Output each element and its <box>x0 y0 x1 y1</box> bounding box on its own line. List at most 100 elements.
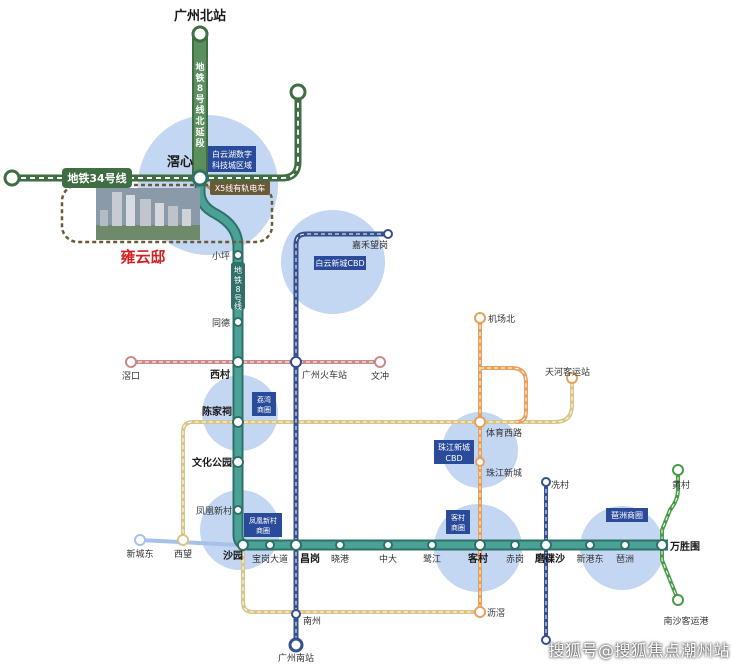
label-jichang-north: 机场北 <box>488 313 515 325</box>
station-xinchengdong <box>134 534 146 546</box>
fenghuang-label: 凤凰新村 商圈 <box>244 513 282 537</box>
station-gz-station <box>290 356 302 368</box>
label-pazhou: 琶洲 <box>616 554 634 565</box>
station-xiancun-south <box>541 635 551 645</box>
label-kecun: 客村 <box>467 552 488 565</box>
label-xxin: 滘心 <box>167 155 193 170</box>
svg-text:段: 段 <box>195 137 205 149</box>
svg-text:8: 8 <box>235 285 240 294</box>
line-8-label: 地 铁 8 号 线 <box>231 262 245 311</box>
svg-text:荔湾: 荔湾 <box>257 395 271 404</box>
station-pazhou <box>620 540 630 550</box>
label-xiancun: 冼村 <box>551 479 569 491</box>
station-baogang <box>265 540 275 550</box>
label-luokou: 滘口 <box>122 371 140 382</box>
label-lujiang: 鹭江 <box>423 554 441 565</box>
svg-text:凤凰新村: 凤凰新村 <box>249 516 277 525</box>
station-wanshengwei <box>656 539 668 551</box>
label-baogang: 宝岗大道 <box>252 553 288 565</box>
station-fenghuang <box>233 505 243 515</box>
kecun-label: 客村 商圈 <box>446 510 470 534</box>
label-xinchengdong: 新城东 <box>126 548 153 560</box>
station-kecun <box>474 539 486 551</box>
baiyun-cbd-label: 白云新城CBD <box>314 256 366 270</box>
station-xiaogang <box>335 540 345 550</box>
stations <box>3 25 684 653</box>
svg-text:X5线有轨电车: X5线有轨电车 <box>215 183 266 193</box>
station-xiaoping <box>233 250 243 260</box>
label-zhujiang-xc: 珠江新城 <box>486 467 522 479</box>
svg-text:号: 号 <box>234 294 242 303</box>
label-tiyu-xilu: 体育西路 <box>486 427 522 439</box>
station-34-west <box>3 169 21 187</box>
label-gz-station: 广州火车站 <box>302 369 347 381</box>
label-chenjiaci: 陈家祠 <box>202 405 232 418</box>
label-nanzhou: 南州 <box>303 615 321 627</box>
svg-text:商圈: 商圈 <box>256 526 270 535</box>
svg-text:珠江新城: 珠江新城 <box>438 442 470 452</box>
svg-text:延: 延 <box>194 126 205 138</box>
label-xiwang: 西望 <box>174 548 192 560</box>
station-xingangdong <box>585 540 595 550</box>
svg-text:商圈: 商圈 <box>257 405 271 414</box>
label-tianhe-ke: 天河客运站 <box>545 366 590 378</box>
baiyun-lake-label: 白云湖数字 科技城区域 <box>208 146 256 172</box>
station-modiesha <box>540 539 552 551</box>
label-shayuan: 沙园 <box>223 550 243 562</box>
label-fenghuang: 凤凰新村 <box>196 505 232 517</box>
label-changgang: 昌岗 <box>300 552 320 565</box>
station-tianhe-ke <box>566 372 578 384</box>
label-wenhua: 文化公园 <box>192 456 232 469</box>
svg-text:地: 地 <box>195 61 204 73</box>
liwan-label: 荔湾 商圈 <box>252 392 276 416</box>
svg-text:线: 线 <box>195 104 204 116</box>
label-xiaogang: 晓港 <box>331 553 349 565</box>
label-zhongda: 中大 <box>379 553 397 565</box>
label-nansha-port: 南沙客运港 <box>663 615 708 627</box>
label-chigang: 赤岗 <box>506 554 524 565</box>
station-lijiao <box>474 606 486 618</box>
svg-text:CBD: CBD <box>445 454 462 463</box>
station-gz-north <box>191 25 209 43</box>
label-xingangdong: 新港东 <box>576 553 603 565</box>
station-jiahe <box>383 229 393 239</box>
station-tiyu-xilu <box>474 416 486 428</box>
station-34-ne <box>289 83 307 101</box>
svg-text:商圈: 商圈 <box>451 523 465 532</box>
label-lijiao: 沥滘 <box>487 608 505 619</box>
label-gz-south: 广州南站 <box>278 652 314 664</box>
watermark-text: 搜狐号@搜狐焦点潮州站 <box>548 641 730 660</box>
label-xiaoping: 小坪 <box>212 251 230 262</box>
station-zhujiang-xc <box>475 457 485 467</box>
project-photo <box>96 188 200 240</box>
station-nanzhou <box>291 609 301 619</box>
svg-text:客村: 客村 <box>451 513 465 522</box>
station-lujiang <box>427 540 437 550</box>
station-labels: 广州北站 滘心 雍云邸 小坪 嘉禾望岗 同德 机场北 天河客运站 滘口 西村 广… <box>120 8 708 664</box>
station-nansha-port <box>672 594 684 606</box>
label-modiesha: 磨碟沙 <box>534 552 565 565</box>
station-zhongda <box>383 540 393 550</box>
svg-text:线: 线 <box>234 301 242 311</box>
svg-text:科技城区域: 科技城区域 <box>212 160 252 170</box>
line-34-label: 地铁34号线 <box>62 168 132 188</box>
station-chenjiaci <box>232 416 244 428</box>
pazhou-circle-label: 琶洲商圈 <box>606 508 648 522</box>
station-changgang <box>290 539 302 551</box>
station-shayuan <box>237 539 249 551</box>
label-xicun: 西村 <box>210 368 230 381</box>
station-huangcun <box>672 464 684 476</box>
svg-text:白云新城CBD: 白云新城CBD <box>315 258 364 268</box>
svg-text:地铁34号线: 地铁34号线 <box>67 171 126 185</box>
svg-text:白云湖数字: 白云湖数字 <box>212 149 252 159</box>
station-jichang-north <box>474 312 486 324</box>
label-gz-north: 广州北站 <box>174 8 226 24</box>
label-yongyun: 雍云邸 <box>120 248 165 266</box>
station-xicun <box>232 356 244 368</box>
zhujiang-cbd-label: 珠江新城 CBD <box>434 440 474 464</box>
x5-label: X5线有轨电车 <box>210 181 270 195</box>
station-wenhua <box>232 456 244 468</box>
station-gz-south <box>288 637 304 653</box>
svg-text:铁: 铁 <box>195 72 204 84</box>
